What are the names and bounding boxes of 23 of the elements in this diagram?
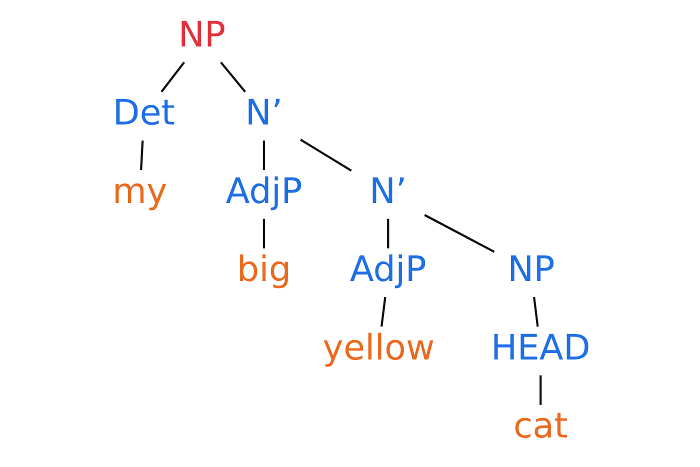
node-text: cat [513, 406, 568, 447]
node-text: N’ [245, 92, 283, 134]
node-text: big [236, 249, 292, 290]
connector [532, 296, 539, 327]
node-text: my [112, 170, 168, 212]
connector [424, 214, 495, 253]
connector [262, 218, 266, 248]
connector [160, 62, 186, 92]
connector [300, 138, 352, 172]
connector [540, 375, 542, 405]
connector [387, 218, 390, 248]
node-text: HEAD [490, 327, 590, 368]
node-text: yellow [322, 327, 435, 368]
connector [380, 296, 386, 327]
node-text: AdjP [226, 170, 302, 212]
connector [220, 62, 246, 92]
node-text: N’ [369, 170, 407, 212]
node-text: AdjP [350, 249, 426, 290]
connector [262, 140, 266, 170]
node-text: Det [112, 92, 176, 134]
connector [140, 140, 144, 170]
node-text: NP [178, 14, 226, 56]
node-text: NP [507, 249, 555, 290]
